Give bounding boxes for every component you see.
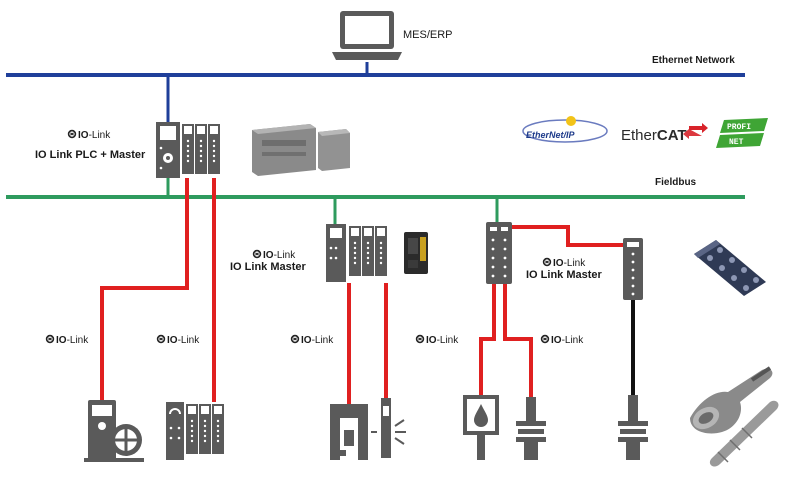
hub-io-link-label: IO-Link — [542, 257, 586, 269]
io-link-hub-icon — [623, 238, 643, 300]
compact-plc-icon — [252, 124, 350, 176]
svg-text:IO-Link: IO-Link — [263, 250, 296, 261]
svg-text:NET: NET — [729, 138, 744, 147]
cable-plc-to-drive — [100, 178, 189, 400]
svg-text:IO-Link: IO-Link — [301, 335, 334, 346]
compact-master-icon — [404, 232, 428, 274]
svg-text:PROFI: PROFI — [727, 123, 751, 132]
ethernet-network-label: Ethernet Network — [652, 55, 735, 66]
mes-erp-label: MES/ERP — [403, 29, 453, 41]
svg-text:IO-Link: IO-Link — [551, 335, 584, 346]
cylindrical-sensors-photo-icon — [690, 366, 779, 467]
valve-icon — [463, 395, 499, 460]
network-lines — [6, 62, 745, 224]
cable-io-link-label-1: IO-Link — [45, 334, 89, 346]
light-barrier-icon — [371, 398, 406, 458]
io-block-photo-icon — [694, 240, 766, 296]
io-link-cables — [100, 178, 624, 404]
hub-master-label: IO Link Master — [526, 269, 603, 281]
io-module-icon — [166, 402, 224, 460]
cable-io-link-label-3: IO-Link — [290, 334, 334, 346]
cable-io-link-label-4: IO-Link — [415, 334, 459, 346]
cable-io-link-label-2: IO-Link — [156, 334, 200, 346]
svg-text:EtherCAT: EtherCAT — [621, 127, 687, 144]
pressure-sensor-icon — [516, 397, 546, 460]
master2-label: IO Link Master — [230, 261, 307, 273]
laptop-icon — [332, 11, 402, 60]
drive-icon — [84, 400, 144, 462]
ethercat-logo: EtherCAT — [621, 123, 708, 144]
profinet-logo: PROFI NET — [716, 118, 768, 148]
cable-io-link-label-5: IO-Link — [540, 334, 584, 346]
cable-hub-to-hub2 — [512, 225, 624, 247]
svg-text:IO-Link: IO-Link — [167, 335, 200, 346]
proximity-sensor-icon — [618, 395, 648, 460]
plc-master-icon — [156, 122, 220, 178]
cable-hub-to-valve2 — [479, 283, 496, 397]
svg-text:IO-Link: IO-Link — [426, 335, 459, 346]
svg-text:IO-Link: IO-Link — [553, 258, 586, 269]
gripper-icon — [330, 404, 368, 460]
svg-text:IO-Link: IO-Link — [78, 130, 111, 141]
plc-master-label: IO Link PLC + Master — [35, 149, 146, 161]
ethernet-ip-logo: EtherNet/IP — [522, 116, 608, 143]
plc-io-link-label: IO-Link — [67, 129, 111, 141]
io-hub-icon — [486, 222, 512, 284]
fieldbus-label: Fieldbus — [655, 177, 697, 188]
svg-text:EtherNet/IP: EtherNet/IP — [526, 130, 576, 140]
svg-text:IO-Link: IO-Link — [56, 335, 89, 346]
master2-io-link-label: IO-Link — [252, 249, 296, 261]
cable-hub-to-pressure — [503, 283, 533, 397]
io-link-master-icon — [326, 224, 387, 282]
